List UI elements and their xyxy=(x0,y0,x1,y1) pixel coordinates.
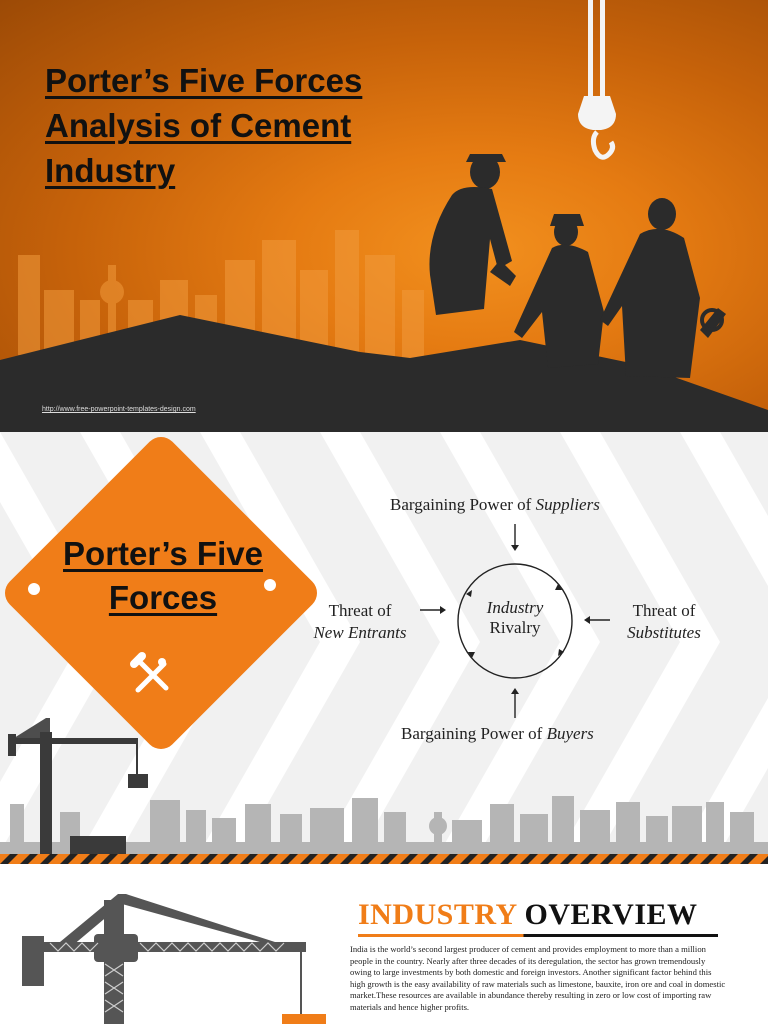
slide-industry-overview: INDUSTRY OVERVIEW India is the world’s s… xyxy=(0,864,768,1024)
overview-title-underline xyxy=(358,934,718,937)
construction-workers-illustration xyxy=(0,0,768,432)
slide-title: Porter’s Five Forces Analysis of Cement … xyxy=(0,0,768,432)
template-source-link[interactable]: http://www.free-powerpoint-templates-des… xyxy=(42,406,196,413)
force-buyers: Bargaining Power of Buyers xyxy=(401,724,594,743)
overview-title: INDUSTRY OVERVIEW xyxy=(358,898,698,931)
force-suppliers: Bargaining Power of Suppliers xyxy=(390,495,600,514)
warning-sign xyxy=(4,436,318,750)
tower-crane-icon xyxy=(8,718,148,854)
slide-title-text: Porter’s Five Forces Analysis of Cement … xyxy=(45,62,363,189)
tools-icon xyxy=(130,652,169,693)
crane-hook-icon xyxy=(578,0,616,160)
overview-body-text: India is the world’s second largest prod… xyxy=(350,944,726,1012)
slide-five-forces: Porter’s Five Forces Bargaining Power of… xyxy=(0,432,768,864)
five-forces-artwork xyxy=(0,432,768,864)
five-forces-sign-title: Porter’s Five Forces xyxy=(63,535,263,616)
overview-crane-illustration xyxy=(22,894,326,1024)
